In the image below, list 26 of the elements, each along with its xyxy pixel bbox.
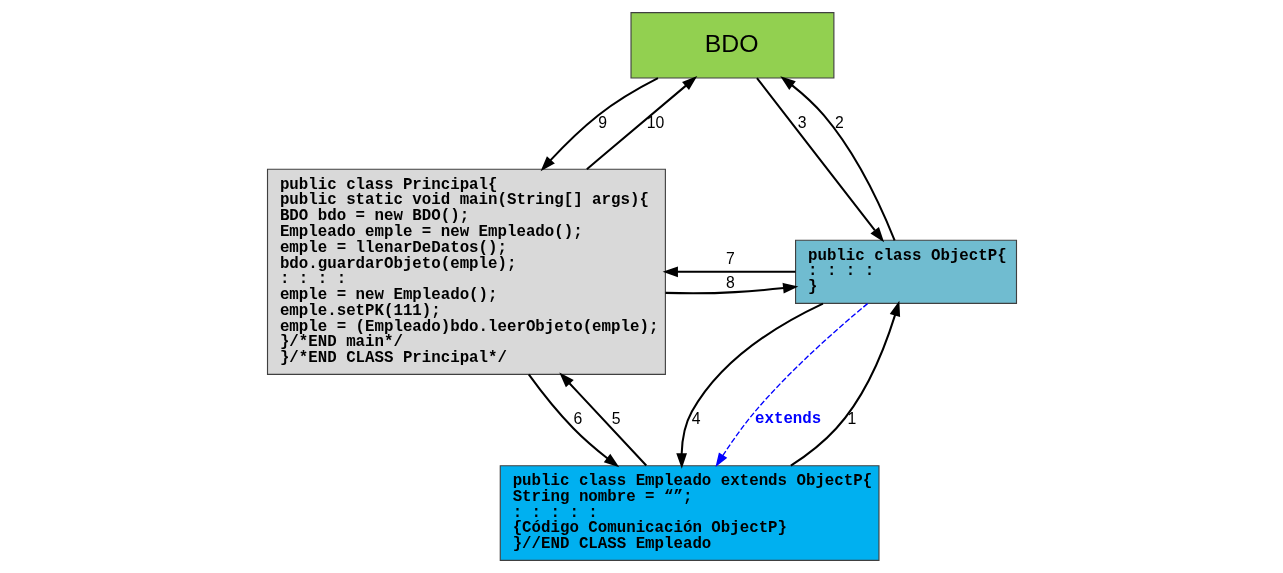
arrow (675, 302, 823, 469)
node-box: public class Principal{ public static void main(String[] args){ BDO bdo = new BDO(); Empleado emple = new Empleado(); emple = llenarDeDatos(); bdo.guardarObjeto(emple); : : : : emple = new Empleado(); emple.setPK(111); emple = (Empleado)bdo.leerObjeto(emple); }/*END main*/ }/*END CLASS Principal*/ (266, 168, 666, 375)
edge-label: 3 (797, 113, 807, 131)
arrow (715, 302, 868, 467)
edge-label: 5 (611, 410, 621, 428)
arrow (662, 266, 796, 278)
arrow (585, 76, 697, 170)
edge-label: 7 (725, 250, 735, 268)
arrow (540, 77, 658, 172)
arrow (789, 300, 900, 467)
node-box: public class Empleado extends ObjectP{ String nombre = “”; : : : : : {Código Comunicación ObjectP} }//END CLASS Empleado (499, 465, 880, 561)
arrow (779, 76, 896, 241)
arrow (527, 373, 619, 468)
edge-label: 10 (646, 113, 664, 131)
arrow (558, 372, 647, 467)
edge-label: 1 (846, 410, 856, 428)
arrow (664, 282, 798, 295)
edge-label: 2 (834, 113, 844, 131)
edge-label: 9 (597, 113, 607, 131)
node-box: public class ObjectP{ : : : : } (794, 239, 1017, 304)
edge-label: 8 (725, 273, 735, 291)
edge-label: extends (754, 410, 821, 429)
edge-label: 4 (691, 410, 701, 428)
edge-label: 6 (573, 410, 582, 428)
node-box: BDO (629, 12, 834, 79)
arrow (755, 77, 884, 243)
